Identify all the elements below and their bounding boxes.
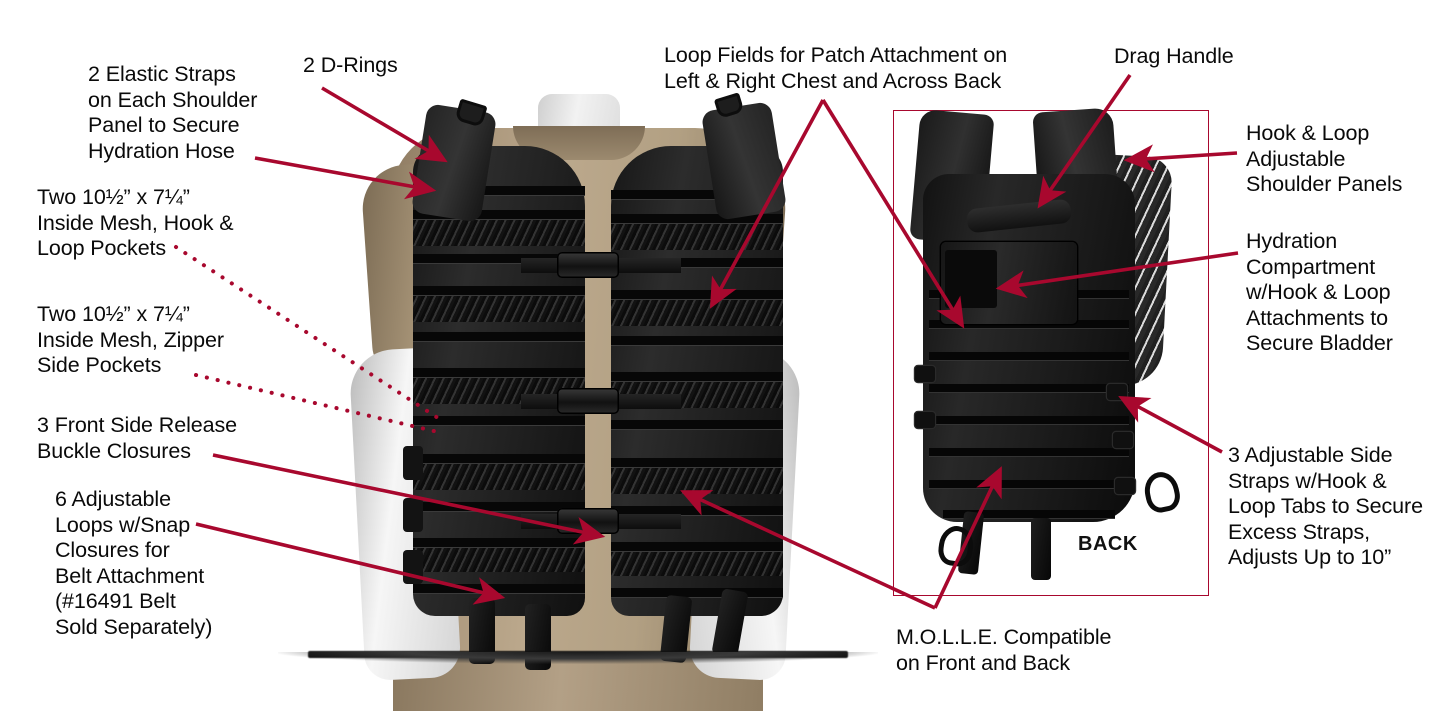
mannequin-torso bbox=[348, 92, 802, 711]
side-strap-buckle-right-3 bbox=[1115, 478, 1135, 494]
label-drag-handle: Drag Handle bbox=[1114, 44, 1234, 68]
vest-panel-left bbox=[403, 146, 585, 616]
back-vest-photo bbox=[905, 107, 1205, 582]
side-release-buckle-3 bbox=[557, 508, 619, 534]
side-strap-buckle-right-2 bbox=[1113, 432, 1133, 448]
label-molle-compatible: M.O.L.L.E. Compatible on Front and Back bbox=[896, 625, 1112, 675]
back-hook-right bbox=[1141, 468, 1183, 516]
d-ring-right bbox=[713, 92, 745, 120]
molle-vest-front bbox=[403, 92, 788, 670]
label-zipper-pockets: Two 10½” x 7¼” Inside Mesh, Zipper Side … bbox=[37, 302, 224, 377]
hydration-compartment-flap bbox=[941, 242, 1077, 324]
photo-drop-shadow bbox=[278, 652, 878, 664]
label-loop-fields: Loop Fields for Patch Attachment on Left… bbox=[664, 43, 1008, 93]
label-shoulder-panels: Hook & Loop Adjustable Shoulder Panels bbox=[1246, 121, 1403, 196]
label-belt-loops: 6 Adjustable Loops w/Snap Closures for B… bbox=[55, 487, 213, 639]
front-vest-photo bbox=[268, 84, 888, 711]
d-ring-left bbox=[454, 98, 488, 128]
label-front-buckles: 3 Front Side Release Buckle Closures bbox=[37, 413, 237, 463]
side-release-buckle-2 bbox=[557, 388, 619, 414]
label-elastic-straps: 2 Elastic Straps on Each Shoulder Panel … bbox=[88, 62, 258, 163]
side-release-buckle-1 bbox=[557, 252, 619, 278]
vest-panel-right bbox=[611, 146, 783, 616]
side-strap-buckle-left-2 bbox=[915, 412, 935, 428]
hook-loop-field bbox=[945, 250, 997, 308]
label-hydration-compartment: Hydration Compartment w/Hook & Loop Atta… bbox=[1246, 229, 1393, 355]
label-d-rings: 2 D-Rings bbox=[303, 53, 398, 77]
back-view-label: BACK bbox=[1078, 533, 1138, 555]
side-strap-buckle-right-1 bbox=[1107, 384, 1127, 400]
back-belt-loop-center bbox=[1031, 518, 1051, 580]
label-hook-loop-pockets: Two 10½” x 7¼” Inside Mesh, Hook & Loop … bbox=[37, 185, 234, 260]
side-strap-buckle-left-1 bbox=[915, 366, 935, 382]
label-side-straps: 3 Adjustable Side Straps w/Hook & Loop T… bbox=[1228, 443, 1423, 569]
